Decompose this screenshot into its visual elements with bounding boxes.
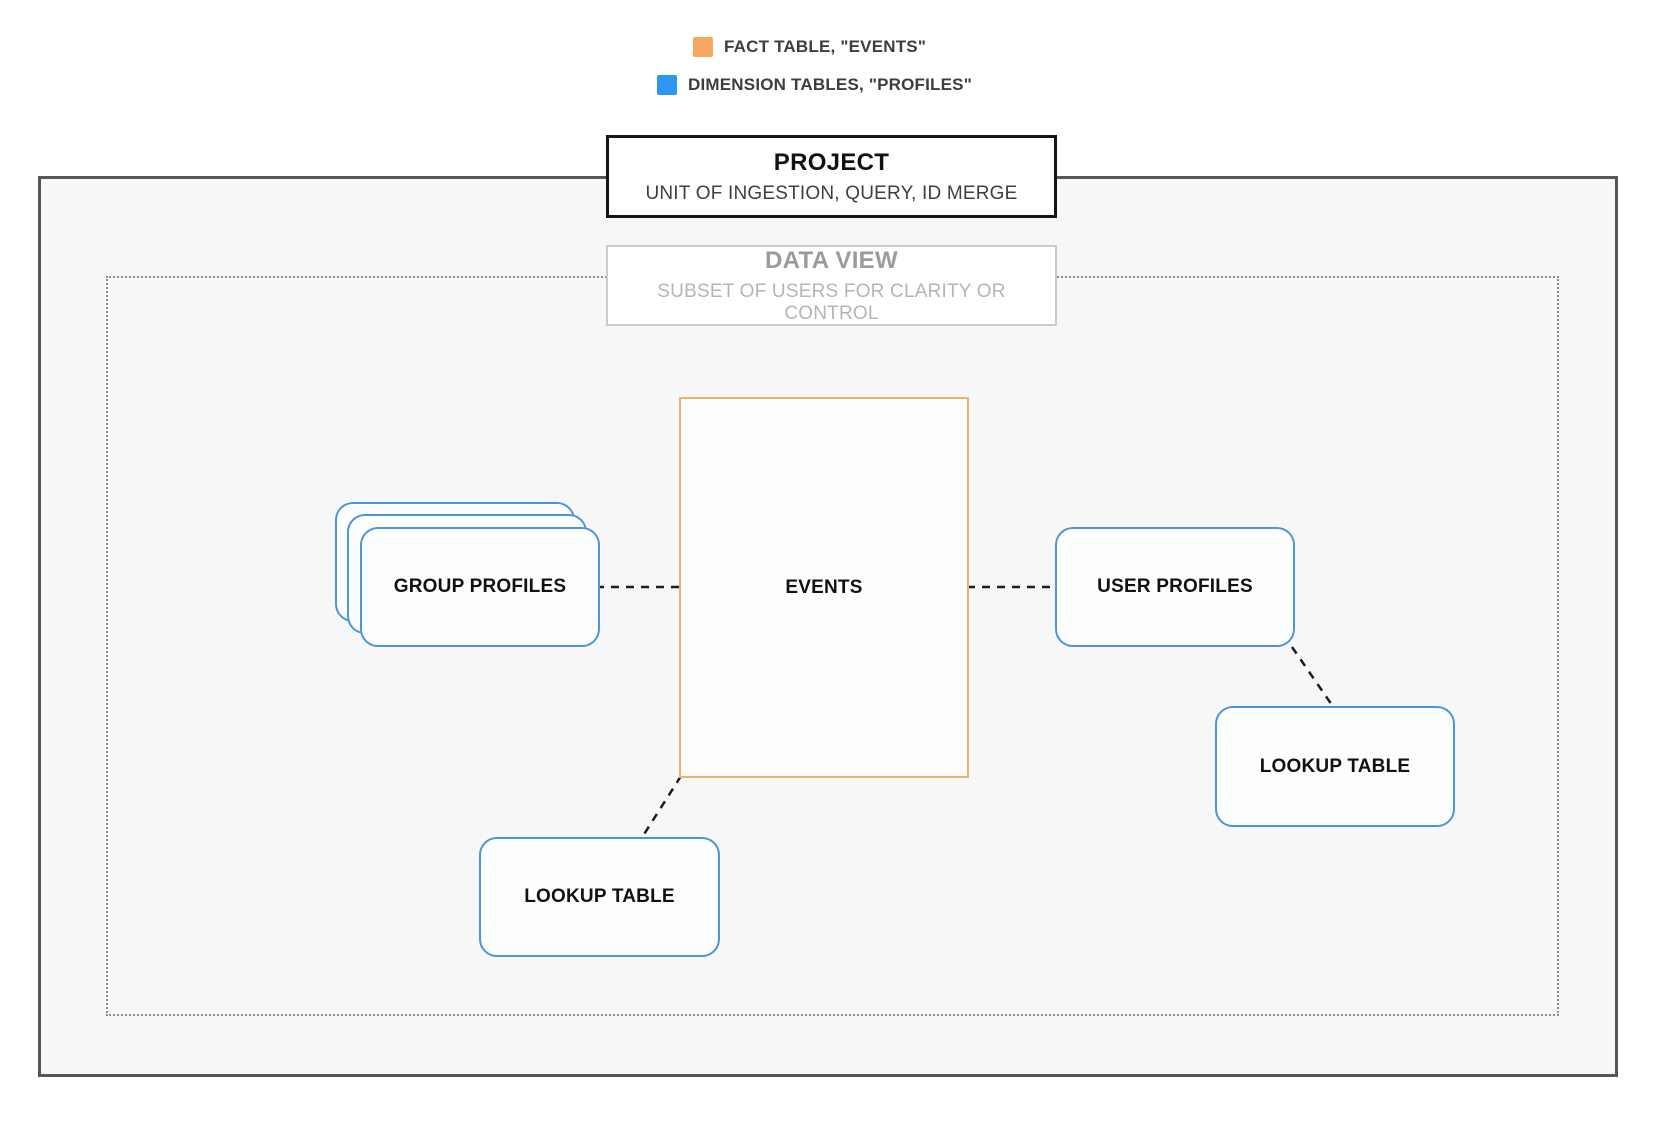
group-profiles-label: GROUP PROFILES [393,576,567,597]
dimension-tables-swatch-icon [657,75,677,95]
lookup-table-left-label: LOOKUP TABLE [524,886,675,907]
data-view-label-box: DATA VIEW SUBSET OF USERS FOR CLARITY OR… [606,245,1057,326]
lookup-table-right-box: LOOKUP TABLE [1215,706,1455,827]
legend-label-dimension-tables: DIMENSION TABLES, "PROFILES" [688,75,972,94]
group-profiles-box: GROUP PROFILES [360,527,600,647]
user-profiles-label: USER PROFILES [1097,576,1253,597]
data-view-subtitle: SUBSET OF USERS FOR CLARITY OR CONTROL [657,280,1006,324]
legend-label-fact-table: FACT TABLE, "EVENTS" [724,37,927,56]
project-label-box: PROJECT UNIT OF INGESTION, QUERY, ID MER… [606,135,1057,218]
user-profiles-box: USER PROFILES [1055,527,1295,647]
events-fact-table-box: EVENTS [679,397,969,778]
lookup-table-left-box: LOOKUP TABLE [479,837,720,957]
data-view-title: DATA VIEW [765,246,898,274]
fact-table-swatch-icon [693,37,713,57]
project-subtitle: UNIT OF INGESTION, QUERY, ID MERGE [645,182,1018,204]
legend-item-dimension-tables: DIMENSION TABLES, "PROFILES" [657,74,972,96]
legend-item-fact-table: FACT TABLE, "EVENTS" [693,36,926,58]
project-title: PROJECT [773,148,890,176]
events-label: EVENTS [785,576,863,598]
lookup-table-right-label: LOOKUP TABLE [1259,755,1411,777]
